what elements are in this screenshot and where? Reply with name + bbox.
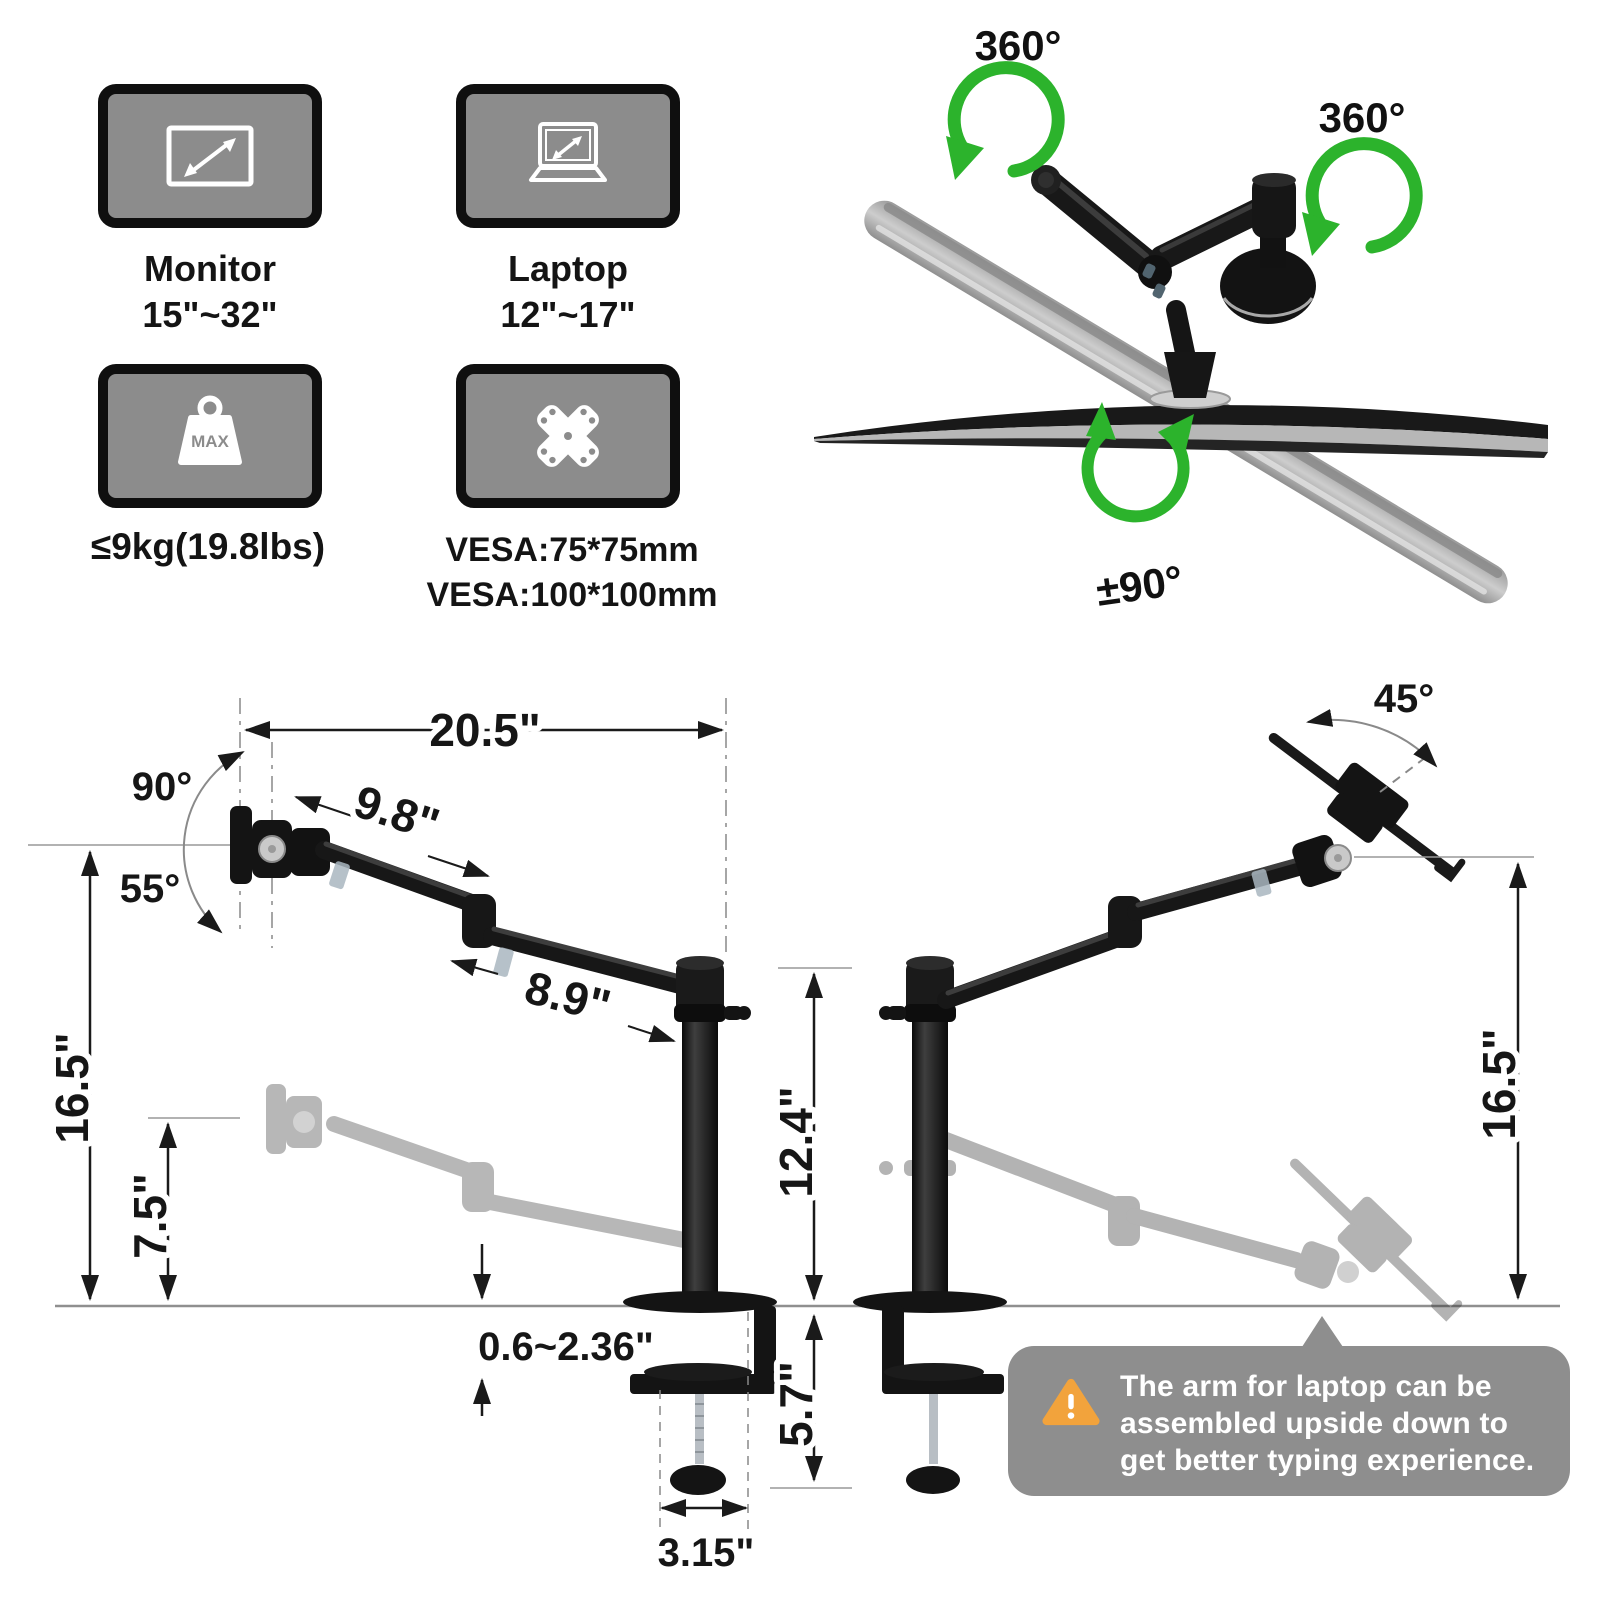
- svg-text:0.6~2.36": 0.6~2.36": [478, 1325, 654, 1369]
- ghost-laptop-arm: [879, 1132, 1463, 1322]
- dim-tray-tilt: 45°: [1306, 677, 1438, 793]
- svg-text:16.5": 16.5": [1473, 1028, 1525, 1139]
- dim-right-max-height: 16.5": [1354, 856, 1534, 1300]
- monitor-size-icon: [166, 125, 254, 187]
- left-clamp: [623, 1291, 777, 1495]
- right-pole: [879, 956, 956, 1304]
- product-photo: 360° 360° ±90°: [814, 22, 1548, 615]
- dim-max-height: 16.5": [40, 850, 104, 1301]
- label-arm-rotation: 360°: [975, 22, 1062, 69]
- badge-vesa: [456, 364, 680, 508]
- badge-laptop-size: [456, 84, 680, 228]
- warning-icon: [1042, 1378, 1100, 1426]
- badge-monitor-size: [98, 84, 322, 228]
- svg-text:12.4": 12.4": [770, 1086, 822, 1197]
- dim-pole-height: 12.4": [764, 967, 852, 1301]
- note-pointer: [1300, 1316, 1345, 1350]
- svg-text:20.5": 20.5": [429, 704, 540, 756]
- product-arm: [1031, 165, 1316, 409]
- caption-weight: ≤9kg(19.8lbs): [38, 526, 378, 568]
- max-weight-icon-label: MAX: [191, 432, 229, 451]
- note-line-1: The arm for laptop can be: [1120, 1370, 1492, 1403]
- caption-vesa: VESA:75*75mm VESA:100*100mm: [396, 528, 748, 618]
- caption-laptop-title: Laptop: [508, 248, 628, 289]
- svg-text:45°: 45°: [1374, 677, 1435, 721]
- left-pole: [674, 956, 751, 1304]
- caption-vesa-line2: VESA:100*100mm: [426, 576, 718, 614]
- note-line-2: assembled upside down to: [1120, 1407, 1509, 1440]
- svg-text:5.7": 5.7": [770, 1361, 822, 1447]
- caption-monitor: Monitor 15"~32": [60, 246, 360, 338]
- svg-text:90°: 90°: [132, 765, 193, 809]
- svg-text:16.5": 16.5": [46, 1032, 98, 1143]
- caption-laptop-range: 12"~17": [500, 294, 636, 335]
- monitor-arm: [230, 806, 693, 995]
- dim-min-height: 7.5": [118, 1117, 240, 1301]
- caption-monitor-range: 15"~32": [142, 294, 278, 335]
- dim-desk-thickness: 0.6~2.36": [472, 1244, 660, 1416]
- dim-clamp-depth: 5.7": [764, 1314, 852, 1489]
- caption-vesa-line1: VESA:75*75mm: [445, 531, 699, 569]
- caption-monitor-title: Monitor: [144, 248, 276, 289]
- dim-arm-reach: 20.5": [244, 698, 724, 762]
- note-bubble: The arm for laptop can be assembled upsi…: [1008, 1346, 1570, 1496]
- caption-laptop: Laptop 12"~17": [418, 246, 718, 338]
- vesa-plate-icon: [537, 405, 599, 467]
- badge-max-weight: MAX: [98, 364, 322, 508]
- svg-text:3.15": 3.15": [658, 1531, 755, 1575]
- label-pole-rotation: 360°: [1319, 94, 1406, 141]
- caption-weight-text: ≤9kg(19.8lbs): [90, 526, 326, 567]
- svg-text:9.8": 9.8": [348, 775, 446, 851]
- dim-tilt-arc: 90° 55°: [120, 751, 245, 934]
- rotation-arrow-arm: [946, 61, 1065, 180]
- svg-text:7.5": 7.5": [124, 1173, 176, 1259]
- right-diagram: 45° 16.5": [853, 677, 1534, 1494]
- dim-clamp-width: 3.15": [652, 1312, 760, 1581]
- max-weight-icon: MAX: [178, 395, 242, 465]
- ghost-arm-low: [266, 1084, 692, 1248]
- note-line-3: get better typing experience.: [1120, 1444, 1535, 1477]
- laptop-arm: [937, 732, 1466, 1009]
- note-text: The arm for laptop can be assembled upsi…: [1120, 1368, 1534, 1496]
- label-screen-rotation: ±90°: [1093, 556, 1185, 615]
- rotation-arrow-pole: [1302, 137, 1423, 256]
- right-clamp: [853, 1291, 1007, 1494]
- left-diagram: 20.5" 90° 55° 9.8" 8.9": [28, 698, 852, 1581]
- laptop-size-icon: [529, 122, 607, 182]
- svg-text:55°: 55°: [120, 867, 181, 911]
- rotation-arrow-screen: [1081, 402, 1194, 523]
